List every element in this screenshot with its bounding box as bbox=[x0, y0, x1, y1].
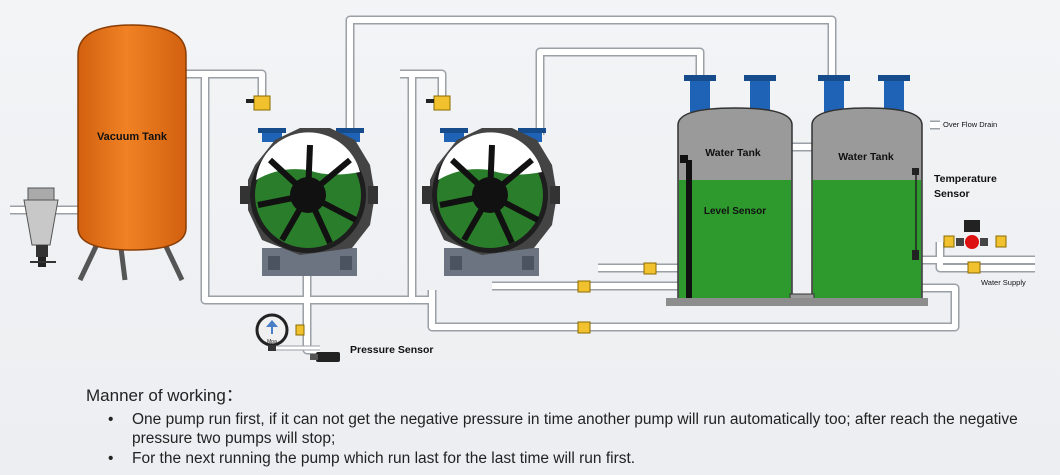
water-tank-right-label: Water Tank bbox=[838, 151, 894, 163]
valve-icon bbox=[577, 321, 591, 334]
water-tank-left: Water Tank Level Sensor bbox=[677, 75, 793, 301]
level-sensor-label: Level Sensor bbox=[704, 206, 766, 217]
temperature-sensor-label-line2: Sensor bbox=[934, 188, 970, 200]
pressure-sensor-label: Pressure Sensor bbox=[350, 344, 433, 356]
notes-title: Manner of working： bbox=[86, 386, 243, 405]
temperature-sensor-label-line1: Temperature bbox=[934, 173, 997, 185]
notes-item: One pump run first, if it can not get th… bbox=[108, 410, 1046, 448]
notes-item: For the next running the pump which run … bbox=[108, 449, 1046, 468]
valve-icon bbox=[967, 261, 981, 274]
valve-icon bbox=[426, 95, 451, 111]
vacuum-pump-2 bbox=[422, 128, 560, 276]
system-diagram: Vacuum Tank bbox=[10, 15, 1035, 362]
pipe-network bbox=[10, 15, 1035, 355]
water-supply-label: Water Supply bbox=[981, 278, 1026, 287]
valve-icon bbox=[943, 235, 955, 248]
valve-icon bbox=[995, 235, 1007, 248]
over-flow-drain-label: Over Flow Drain bbox=[943, 120, 997, 129]
valve-icon bbox=[246, 95, 271, 111]
valve-icon bbox=[295, 324, 305, 336]
valve-icons bbox=[246, 95, 1007, 336]
notes-section: Manner of working： One pump run first, i… bbox=[86, 381, 1046, 469]
notes-list: One pump run first, if it can not get th… bbox=[86, 410, 1046, 468]
water-tank-left-label: Water Tank bbox=[705, 147, 761, 159]
solenoid-valve-icon bbox=[956, 220, 988, 249]
vacuum-pump-1 bbox=[240, 128, 378, 276]
water-tank-right: Water Tank bbox=[811, 75, 923, 301]
gauge-unit-label: Mpa bbox=[267, 339, 277, 345]
pressure-gauge-icon: Mpa bbox=[255, 313, 320, 351]
strainer-icon bbox=[23, 187, 59, 267]
vacuum-tank-label: Vacuum Tank bbox=[97, 131, 168, 143]
valve-icon bbox=[643, 262, 657, 275]
vacuum-tank: Vacuum Tank bbox=[77, 24, 187, 282]
valve-icon bbox=[577, 280, 591, 293]
pressure-sensor-icon bbox=[310, 352, 340, 362]
